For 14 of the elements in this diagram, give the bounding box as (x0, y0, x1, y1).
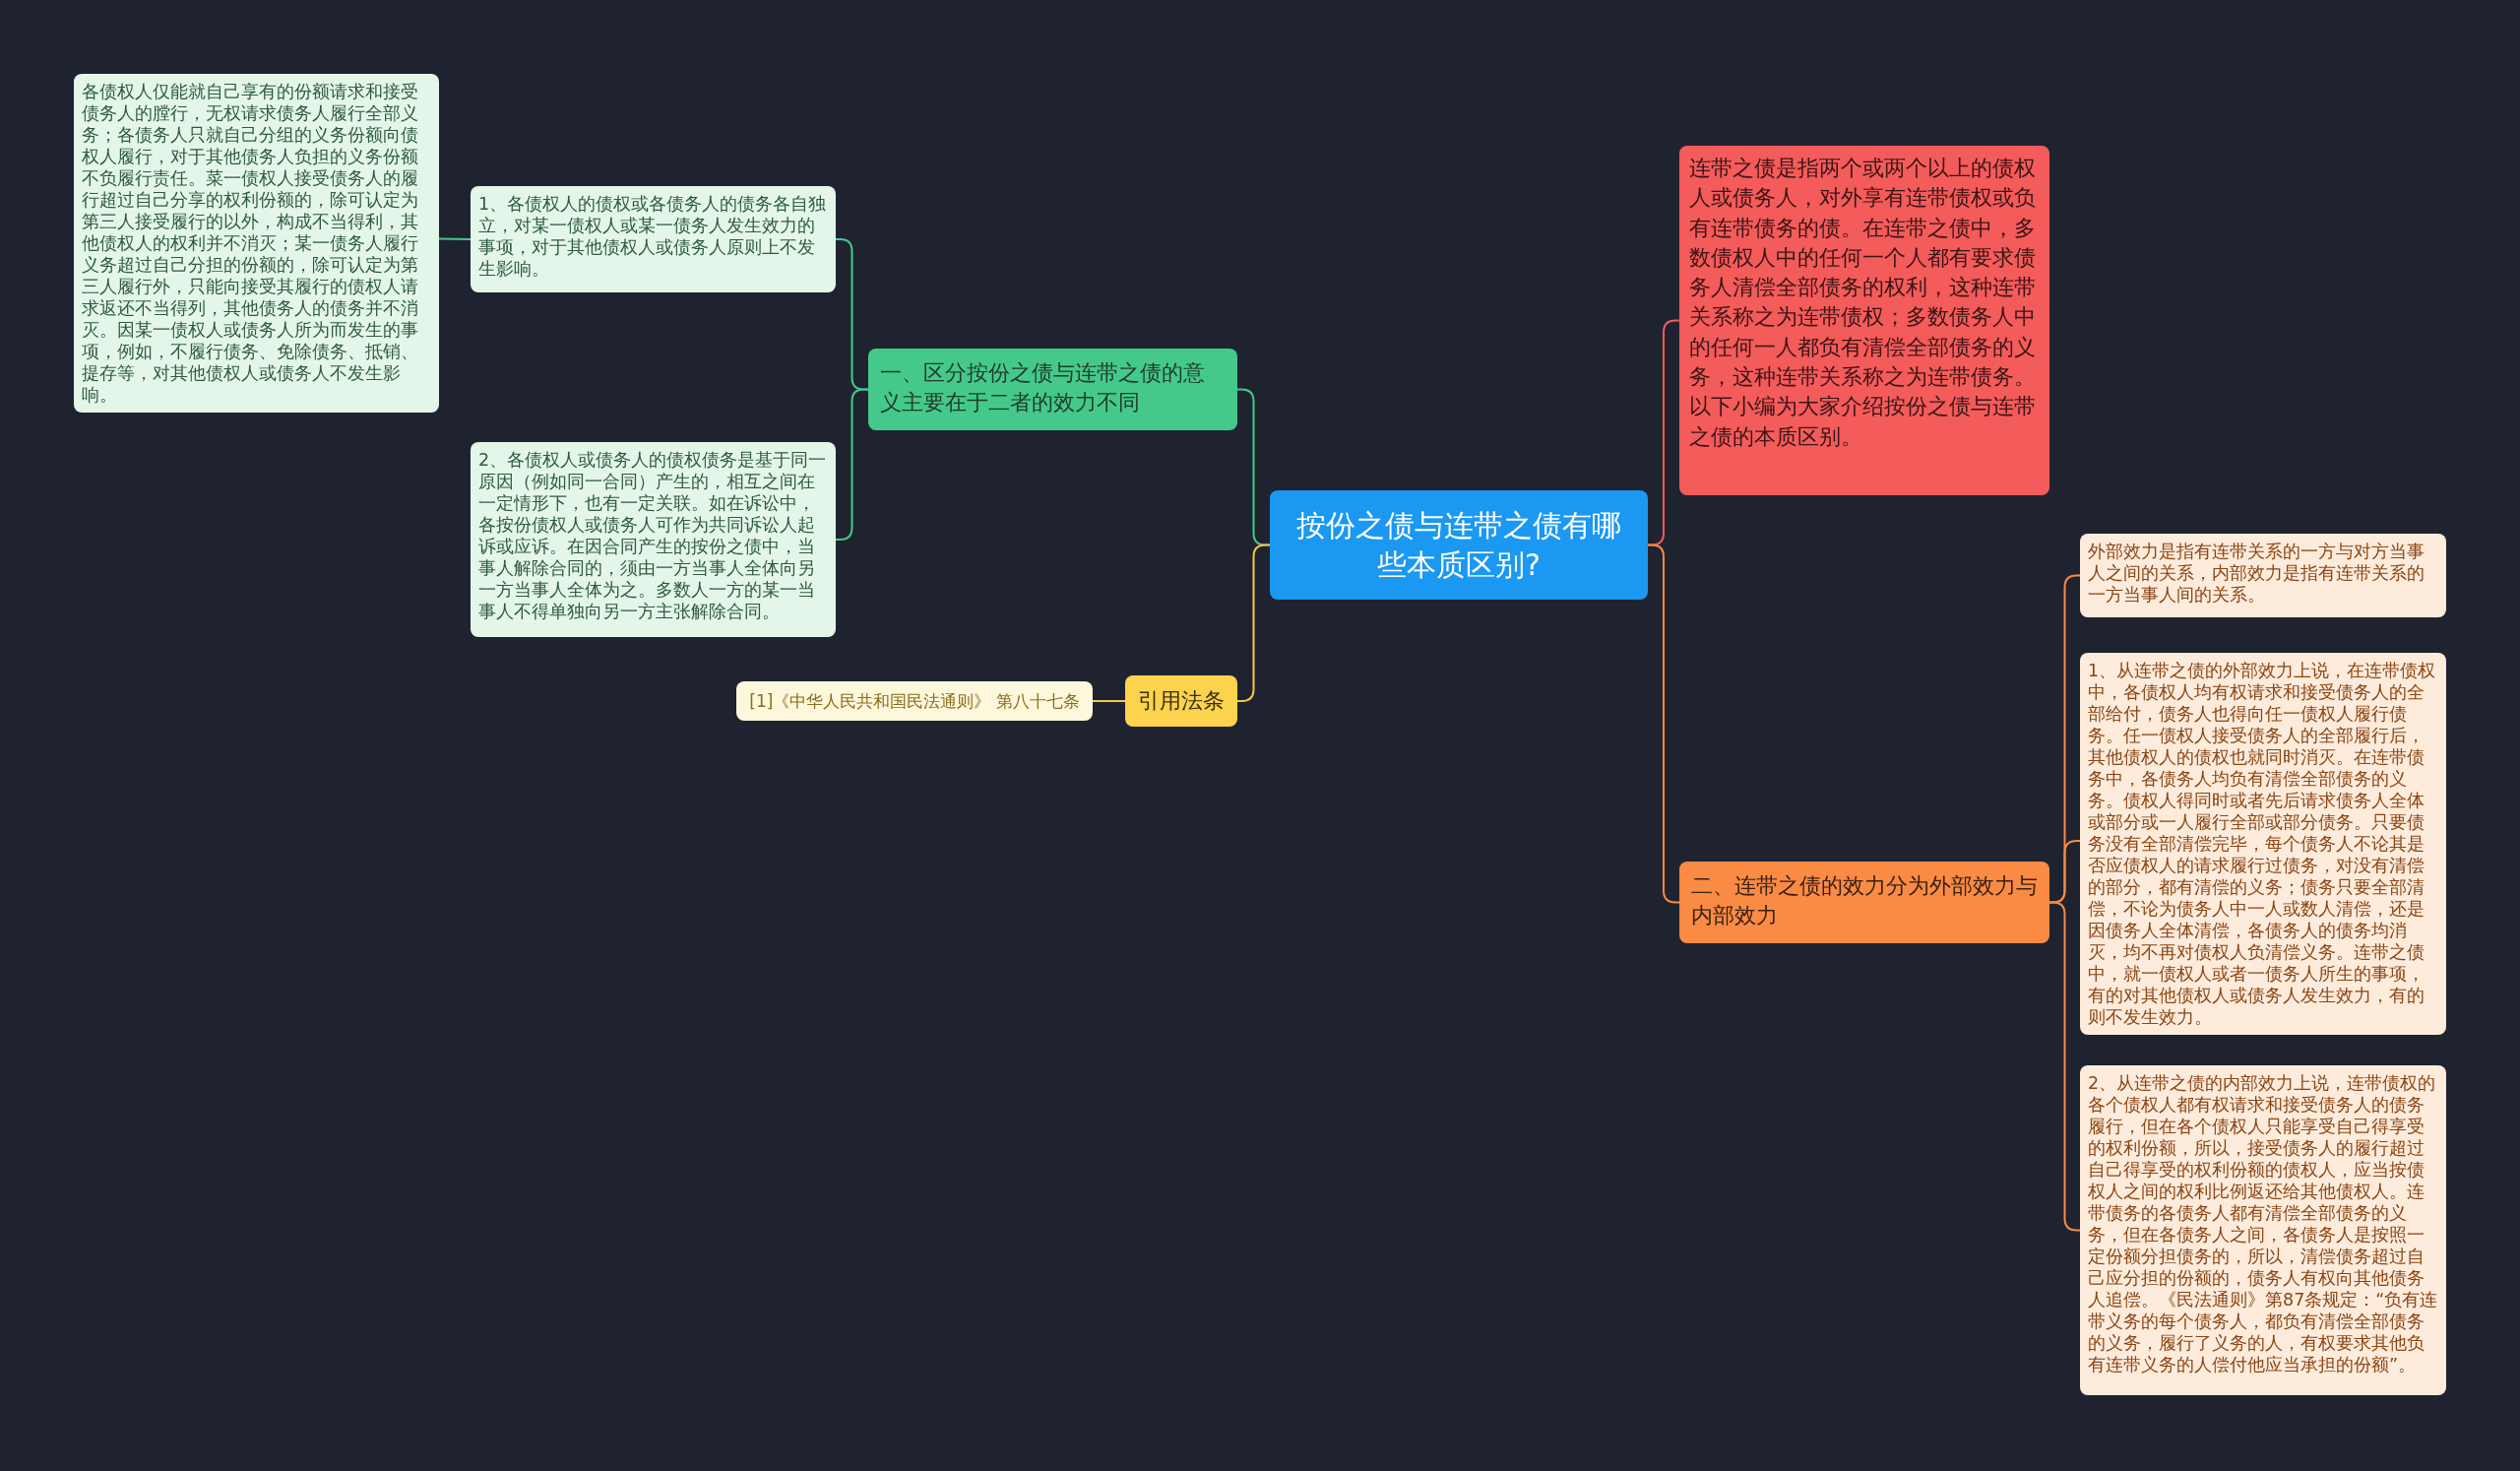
note-box: 外部效力是指有连带关系的一方与对方当事人之间的关系，内部效力是指有连带关系的一方当事人间的关系。 (2080, 534, 2446, 617)
topic-box: 按份之债与连带之债有哪些本质区别? (1270, 490, 1648, 600)
note-box: 各债权人仅能就自己享有的份额请求和接受债务人的膛行，无权请求债务人履行全部义务；各债务人只就自己分组的义务份额向债权人履行，对于其他债务人负担的义务份额不负履行责任。菜一债权人接受债务人的履行超过自己分享的权利份额的，除可认定为第三人接受履行的以外，构成不当得利，其他债权人的权利并不消灭；某一债务人履行义务超过自己分担的份额的，除可认定为第三人履行外，只能向接受其履行的债权人请求返还不当得列，其他债务人的债务并不消灭。因某一债权人或债务人所为而发生的事项，例如，不履行债务、免除债务、抵销、提存等，对其他债权人或债务人不发生影响。 (74, 74, 439, 413)
note-box: 2、从连带之债的内部效力上说，连带债权的各个债权人都有权请求和接受债务人的债务履行，但在各个债权人只能享受自己得享受的权利份额，所以，接受债务人的履行超过自己得享受的权利份额的债权人，应当按债权人之间的权利比例返还给其他债权人。连带债务的各债务人都有清偿全部债务的义务，但在各债务人之间，各债务人是按照一定份额分担债务的，所以，清偿债务超过自己应分担的份额的，债务人有权向其他债务人追偿。《民法通则》第87条规定：“负有连带义务的每个债务人，都负有清偿全部债务的义务，履行了义务的人，有权要求其他负有连带义务的人偿付他应当承担的份额”。 (2080, 1065, 2446, 1395)
note-box: 2、各债权人或债务人的债权债务是基于同一原因（例如同一合同）产生的，相互之间在一定情形下，也有一定关联。如在诉讼中，各按份债权人或债务人可作为共同诉讼人起诉或应诉。在因合同产生的按份之债中，当事人解除合同的，须由一方当事人全体向另一方当事人全体为之。多数人一方的某一当事人不得单独向另一方主张解除合同。 (471, 442, 836, 637)
note-box: 1、各债权人的债权或各债务人的债务各自独立，对某一债权人或某一债务人发生效力的事项，对于其他债权人或债务人原则上不发生影响。 (471, 186, 836, 292)
connector-line (1092, 700, 1126, 702)
branch-box: 一、区分按份之债与连带之债的意义主要在于二者的效力不同 (868, 349, 1237, 430)
branch-box: 引用法条 (1125, 675, 1237, 727)
connector-line (438, 237, 472, 240)
citation-box: [1]《中华人民共和国民法通则》 第八十七条 (736, 681, 1093, 721)
note-box: 1、从连带之债的外部效力上说，在连带债权中，各债权人均有权请求和接受债务人的全部给付，债务人也得向任一债权人履行债务。任一债权人接受债务人的全部履行后，其他债权人的债权也就同时消灭。在连带债务中，各债务人均负有清偿全部债务的义务。债权人得同时或者先后请求债务人全体或部分或一人履行全部或部分债务。只要债务没有全部清偿完毕，每个债务人不论其是否应债权人的请求履行过债务，对没有清偿的部分，都有清偿的义务；债务只要全部清偿，不论为债务人中一人或数人清偿，还是因债务人全体清偿，各债务人的债务均消灭，均不再对债权人负清偿义务。连带之债中，就一债权人或者一债务人所生的事项，有的对其他债权人或债务人发生效力，有的则不发生效力。 (2080, 653, 2446, 1035)
branch-box: 连带之债是指两个或两个以上的债权人或债务人，对外享有连带债权或负有连带债务的债。在连带之债中，多数债权人中的任何一个人都有要求债务人清偿全部债务的权利，这种连带关系称之为连带债权；多数债务人中的任何一人都负有清偿全部债务的义务，这种连带关系称之为连带债务。以下小编为大家介绍按份之债与连带之债的本质区别。 (1679, 146, 2049, 495)
branch-box: 二、连带之债的效力分为外部效力与内部效力 (1679, 862, 2049, 943)
